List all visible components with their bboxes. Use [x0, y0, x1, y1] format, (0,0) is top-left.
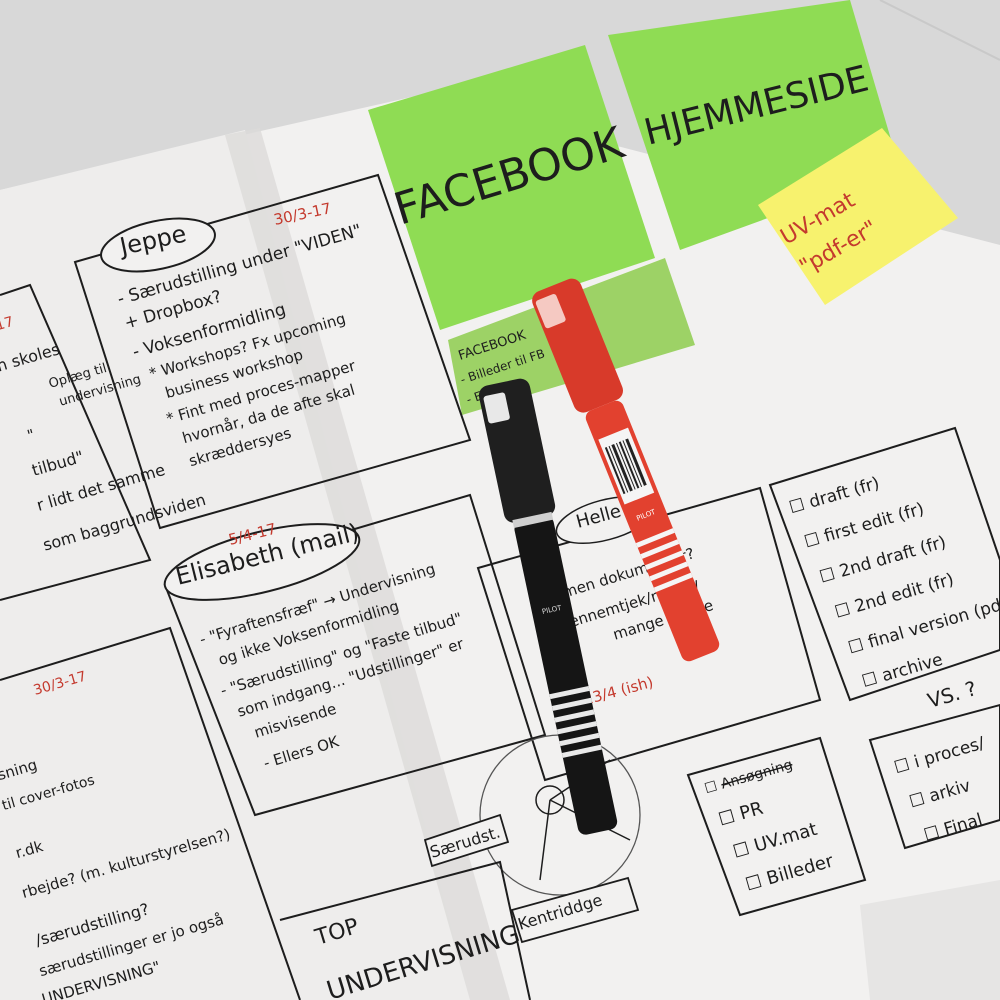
red-pen: PILOT	[532, 278, 720, 662]
sticky-note-facebook: FACEBOOK	[368, 45, 655, 330]
left-top-line: -17	[0, 314, 16, 336]
black-pen: PILOT	[478, 378, 618, 835]
sticky-note-yellow: UV-mat "pdf-er"	[758, 128, 958, 305]
left-top-line: "	[25, 426, 37, 445]
